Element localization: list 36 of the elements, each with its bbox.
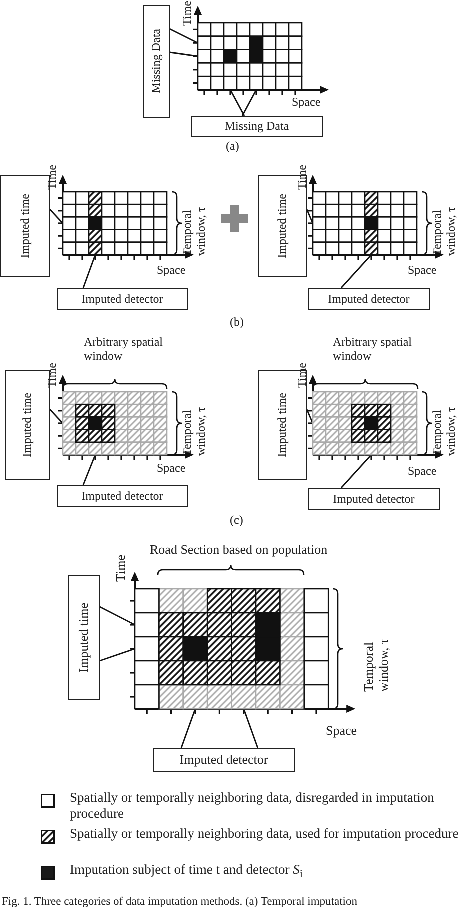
callout-box: Imputed time — [0, 175, 50, 277]
callout-box: Imputed detector — [57, 288, 188, 310]
space-time-grid — [198, 23, 302, 90]
axis-label: Space — [157, 264, 186, 278]
callout-box: Imputed detector — [308, 288, 430, 310]
window-label: Temporal window, τ — [362, 638, 392, 692]
space-time-grid — [63, 392, 167, 455]
callout-box: Missing Data — [191, 116, 323, 137]
axis-label: Time — [296, 364, 310, 388]
axis-label: Time — [181, 0, 195, 26]
window-label: Arbitrary spatial window — [333, 336, 413, 364]
callout-box: Imputed time — [5, 370, 50, 480]
space-time-grid — [313, 392, 417, 455]
panel-label: (b) — [230, 316, 244, 330]
axis-label: Space — [408, 264, 437, 278]
panel-label: (c) — [230, 514, 244, 528]
space-time-grid — [135, 589, 329, 709]
callout-box: Missing Data — [143, 5, 170, 118]
axis-label: Space — [326, 724, 358, 739]
axis-label: Time — [114, 554, 129, 582]
caption: Fig. 1. Three categories of data imputation methods. (a) Temporal imputation — [2, 896, 358, 910]
callout-box: Imputed detector — [308, 488, 440, 510]
callout-box: Imputed detector — [153, 748, 295, 772]
axis-label: Space — [157, 462, 186, 476]
space-time-grid — [63, 192, 167, 255]
legend-text: Spatially or temporally neighboring data, disregarded in imputation procedure — [70, 790, 436, 822]
window-label: Road Section based on population — [150, 543, 328, 558]
callout-box: Imputed time — [68, 575, 100, 700]
legend-text: Imputation subject of time t and detector S$_{i}$ — [70, 862, 304, 882]
window-label: Arbitrary spatial window — [84, 336, 164, 364]
axis-label: Space — [292, 96, 321, 110]
callout-box: Imputed detector — [57, 485, 188, 507]
legend-text: Spatially or temporally neighboring data, used for imputation procedure — [70, 826, 460, 842]
panel-label: (a) — [226, 140, 240, 154]
space-time-grid — [313, 192, 417, 255]
axis-label: Space — [408, 465, 437, 479]
